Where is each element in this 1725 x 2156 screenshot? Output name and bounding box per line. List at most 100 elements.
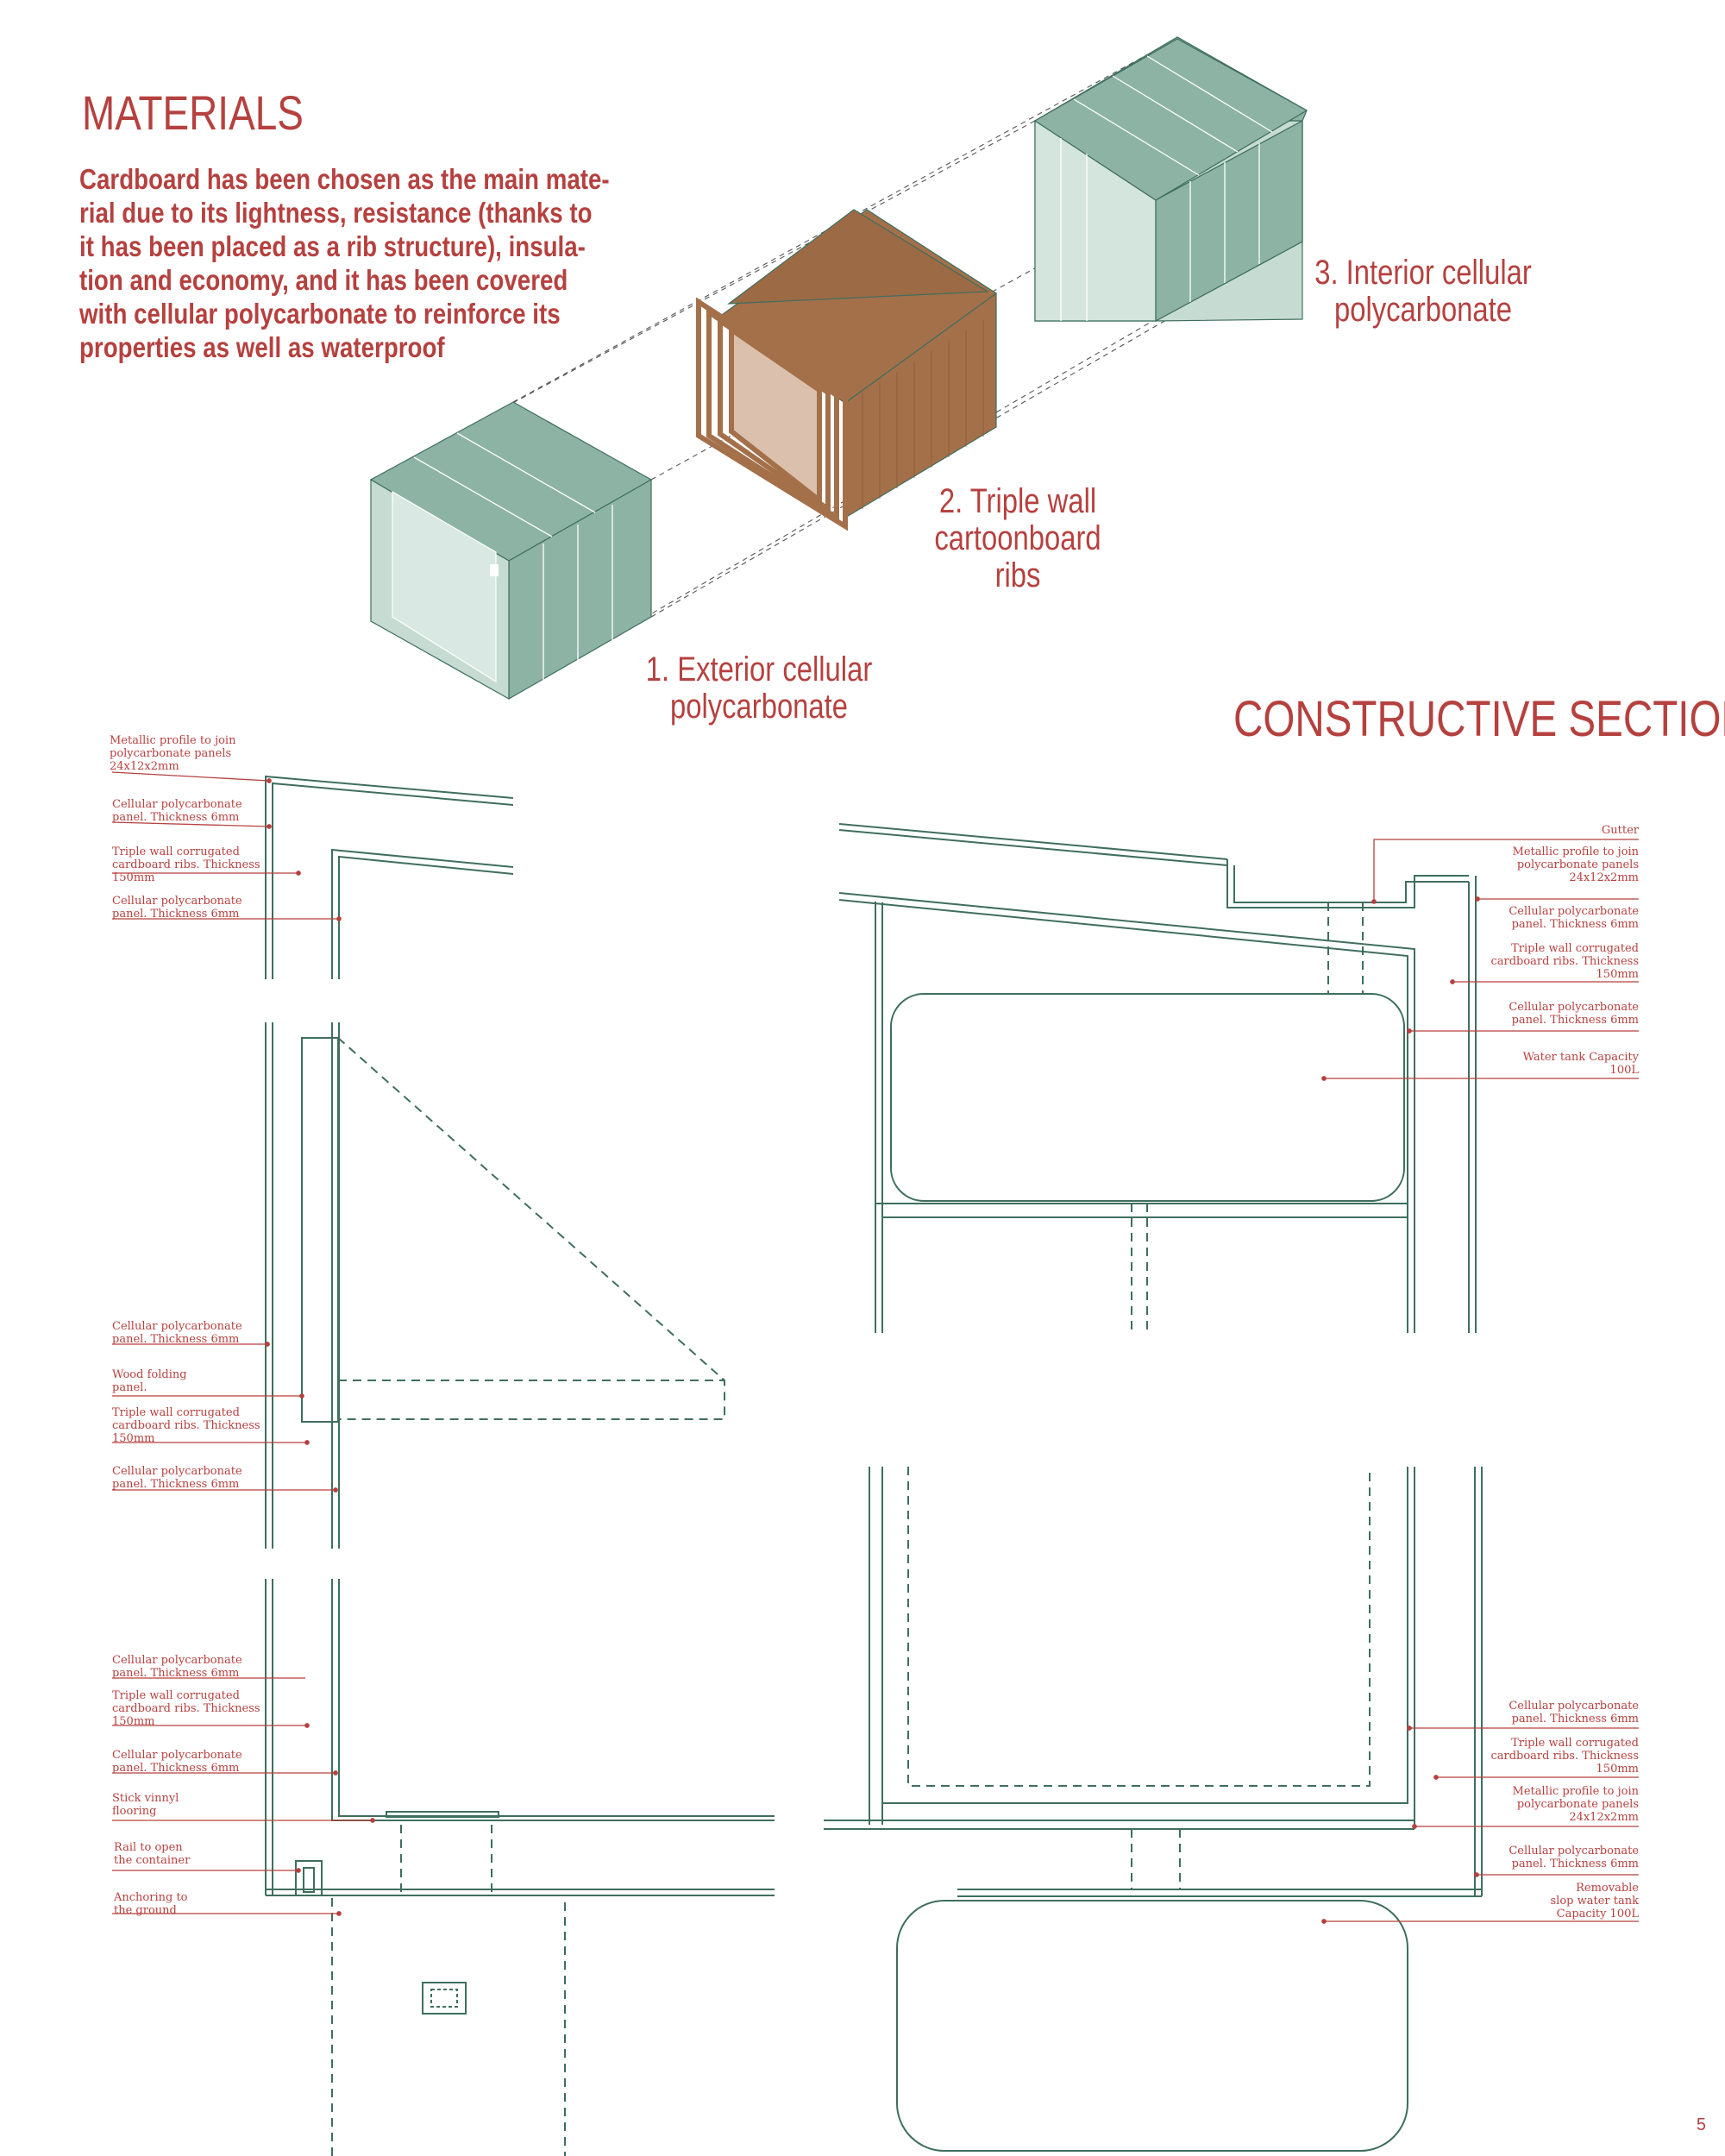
annotation-line: 100L — [1609, 1064, 1639, 1077]
cardboard-ribs-box — [696, 209, 998, 531]
annotation-line: cardboard ribs. Thickness — [112, 1419, 260, 1432]
annotation-line: Gutter — [1601, 824, 1639, 837]
annotation-line: Cellular polycarbonate — [112, 798, 242, 811]
exterior-polycarbonate-box — [369, 401, 653, 701]
annotation-line: Wood folding — [112, 1368, 187, 1381]
annotation-left-4: Cellular polycarbonate panel. Thickness … — [112, 895, 242, 921]
right-section-drawing — [824, 823, 1483, 2152]
left-section-drawing — [265, 775, 775, 2156]
annotation-left-13: Rail to open the container — [114, 1841, 190, 1867]
annotation-line: panel. Thickness 6mm — [1511, 1014, 1639, 1027]
annotation-line: Anchoring to — [114, 1891, 188, 1904]
layer-caption-exterior: 1. Exterior cellular polycarbonate — [631, 651, 886, 726]
annotation-line: panel. Thickness 6mm — [1511, 1857, 1639, 1870]
annotation-line: Metallic profile to join — [1512, 1785, 1639, 1798]
annotation-line: panel. Thickness 6mm — [1511, 918, 1639, 931]
annotation-right-4: Triple wall corrugated cardboard ribs. T… — [1490, 942, 1639, 981]
caption-line: 2. Triple wall — [938, 482, 1097, 520]
page-number: 5 — [1696, 2115, 1706, 2134]
annotation-left-1: Metallic profile to join polycarbonate p… — [110, 734, 235, 773]
description-line: properties as well as waterproof — [79, 331, 445, 363]
annotation-line: Metallic profile to join — [1512, 845, 1639, 858]
annotation-line: cardboard ribs. Thickness — [112, 858, 260, 871]
materials-heading: MATERIALS — [82, 85, 304, 140]
annotation-right-5: Cellular polycarbonate panel. Thickness … — [1509, 1001, 1639, 1027]
annotation-right-11: Removable slop water tank Capacity 100L — [1551, 1882, 1639, 1920]
annotation-line: Cellular polycarbonate — [112, 1749, 242, 1762]
annotation-line: Cellular polycarbonate — [1509, 1700, 1639, 1713]
annotation-line: panel. Thickness 6mm — [112, 1333, 240, 1346]
annotation-left-9: Cellular polycarbonate panel. Thickness … — [112, 1654, 242, 1680]
annotation-line: 150mm — [1596, 968, 1639, 981]
annotation-line: Cellular polycarbonate — [112, 1465, 242, 1478]
annotation-left-10: Triple wall corrugated cardboard ribs. T… — [112, 1689, 260, 1728]
annotation-line: Triple wall corrugated — [1511, 942, 1639, 955]
annotation-left-3: Triple wall corrugated cardboard ribs. T… — [112, 845, 260, 884]
annotation-line: flooring — [112, 1805, 157, 1818]
annotation-line: 150mm — [112, 871, 155, 884]
annotation-line: panel. Thickness 6mm — [112, 1762, 240, 1775]
annotation-left-12: Stick vinnyl flooring — [112, 1792, 179, 1818]
annotation-right-2: Metallic profile to join polycarbonate p… — [1513, 845, 1639, 884]
annotation-line: slop water tank — [1550, 1895, 1639, 1908]
layer-caption-interior: 3. Interior cellular polycarbonate — [1295, 255, 1550, 329]
annotation-right-9: Metallic profile to join polycarbonate p… — [1513, 1785, 1639, 1824]
annotation-line: 150mm — [112, 1715, 155, 1728]
annotation-line: Cellular polycarbonate — [1509, 1001, 1639, 1014]
caption-line: polycarbonate — [669, 688, 849, 726]
annotation-line: 24x12x2mm — [110, 760, 179, 773]
annotation-right-8: Triple wall corrugated cardboard ribs. T… — [1490, 1737, 1639, 1776]
annotation-line: Metallic profile to join — [110, 734, 236, 747]
annotation-line: 150mm — [112, 1432, 155, 1445]
description-line: with cellular polycarbonate to reinforce… — [79, 298, 561, 330]
annotation-right-1: Gutter — [1602, 824, 1639, 837]
annotation-line: cardboard ribs. Thickness — [112, 1702, 260, 1715]
annotation-left-7: Triple wall corrugated cardboard ribs. T… — [112, 1406, 260, 1445]
annotation-left-5: Cellular polycarbonate panel. Thickness … — [112, 1320, 242, 1346]
annotation-line: panel. — [112, 1381, 147, 1394]
annotation-line: Cellular polycarbonate — [112, 895, 242, 908]
annotation-left-2: Cellular polycarbonate panel. Thickness … — [112, 798, 242, 824]
annotation-line: Cellular polycarbonate — [112, 1320, 242, 1333]
annotation-line: panel. Thickness 6mm — [112, 908, 240, 921]
description-line: tion and economy, and it has been covere… — [79, 264, 568, 296]
annotation-line: panel. Thickness 6mm — [112, 1667, 240, 1680]
annotation-line: Capacity 100L — [1556, 1908, 1639, 1920]
annotation-line: panel. Thickness 6mm — [112, 811, 240, 824]
annotation-right-3: Cellular polycarbonate panel. Thickness … — [1509, 905, 1639, 931]
annotation-line: panel. Thickness 6mm — [1511, 1713, 1639, 1725]
annotation-left-6: Wood folding panel. — [112, 1368, 187, 1394]
interior-polycarbonate-box — [1032, 36, 1308, 323]
annotation-line: Rail to open — [114, 1841, 183, 1854]
annotation-line: Cellular polycarbonate — [1509, 1845, 1639, 1857]
annotation-line: polycarbonate panels — [110, 747, 232, 760]
annotation-line: panel. Thickness 6mm — [112, 1478, 240, 1491]
annotation-line: the container — [114, 1854, 191, 1867]
annotation-line: Triple wall corrugated — [112, 845, 240, 858]
right-leader-lines — [1321, 839, 1639, 1924]
materials-description: Cardboard has been chosen as the main ma… — [79, 162, 610, 364]
annotation-line: the ground — [114, 1904, 177, 1917]
annotation-line: cardboard ribs. Thickness — [1490, 1750, 1639, 1763]
axonometric-diagram — [369, 36, 1308, 701]
layer-caption-cardboard: 2. Triple wall cartoonboard ribs — [933, 483, 1103, 594]
annotation-line: Removable — [1576, 1882, 1639, 1895]
annotation-left-11: Cellular polycarbonate panel. Thickness … — [112, 1749, 242, 1775]
annotation-line: polycarbonate panels — [1516, 1798, 1639, 1811]
annotation-line: Cellular polycarbonate — [112, 1654, 242, 1667]
constructive-section-heading: CONSTRUCTIVE SECTION — [1233, 691, 1725, 747]
caption-line: cartoonboard — [934, 519, 1101, 557]
annotation-line: 24x12x2mm — [1569, 871, 1639, 884]
annotation-line: 24x12x2mm — [1569, 1811, 1639, 1824]
annotation-line: Stick vinnyl — [112, 1792, 179, 1805]
annotation-right-10: Cellular polycarbonate panel. Thickness … — [1509, 1845, 1639, 1870]
annotation-line: Triple wall corrugated — [112, 1406, 240, 1419]
annotation-right-7: Cellular polycarbonate panel. Thickness … — [1509, 1700, 1639, 1725]
caption-line: ribs — [994, 556, 1041, 594]
caption-line: 3. Interior cellular — [1314, 254, 1532, 292]
description-line: it has been placed as a rib structure), … — [79, 230, 586, 262]
annotation-left-14: Anchoring to the ground — [114, 1891, 188, 1917]
annotation-line: polycarbonate panels — [1516, 858, 1639, 871]
annotation-line: Cellular polycarbonate — [1509, 905, 1639, 918]
